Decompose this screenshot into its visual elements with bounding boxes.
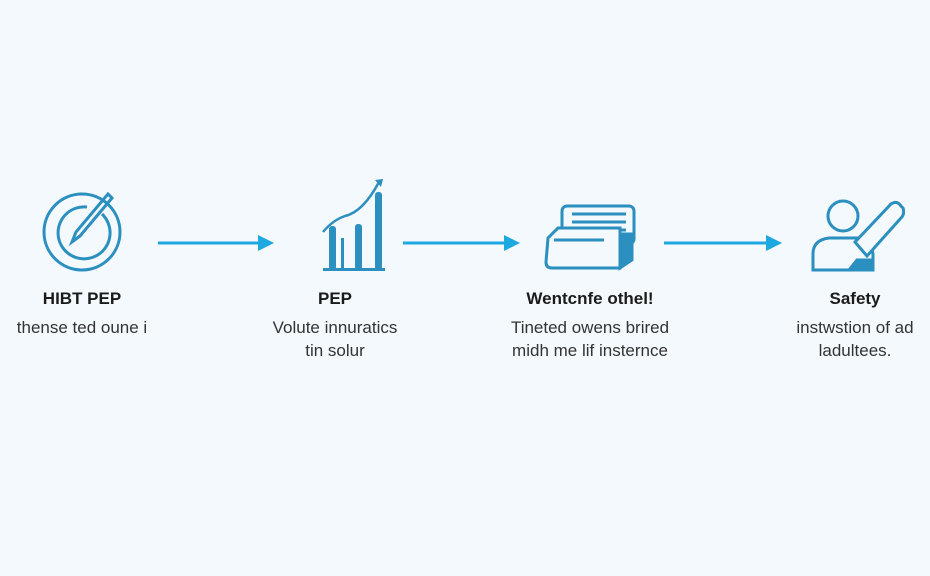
arrow-icon [664, 235, 782, 251]
arrow-icon [403, 235, 520, 251]
step-title: HIBT PEP [42, 289, 122, 308]
documents-tray-icon [544, 204, 636, 271]
bar-chart-growth-icon [322, 179, 385, 271]
arrow-icon [158, 235, 274, 251]
step-title: Safety [829, 289, 881, 308]
step-title: PEP [317, 289, 353, 308]
step-description: thense ted oune i [16, 318, 148, 337]
target-pen-icon [42, 191, 122, 272]
person-tool-icon [811, 199, 905, 272]
step-title: Wentcnfe othel! [526, 289, 654, 308]
